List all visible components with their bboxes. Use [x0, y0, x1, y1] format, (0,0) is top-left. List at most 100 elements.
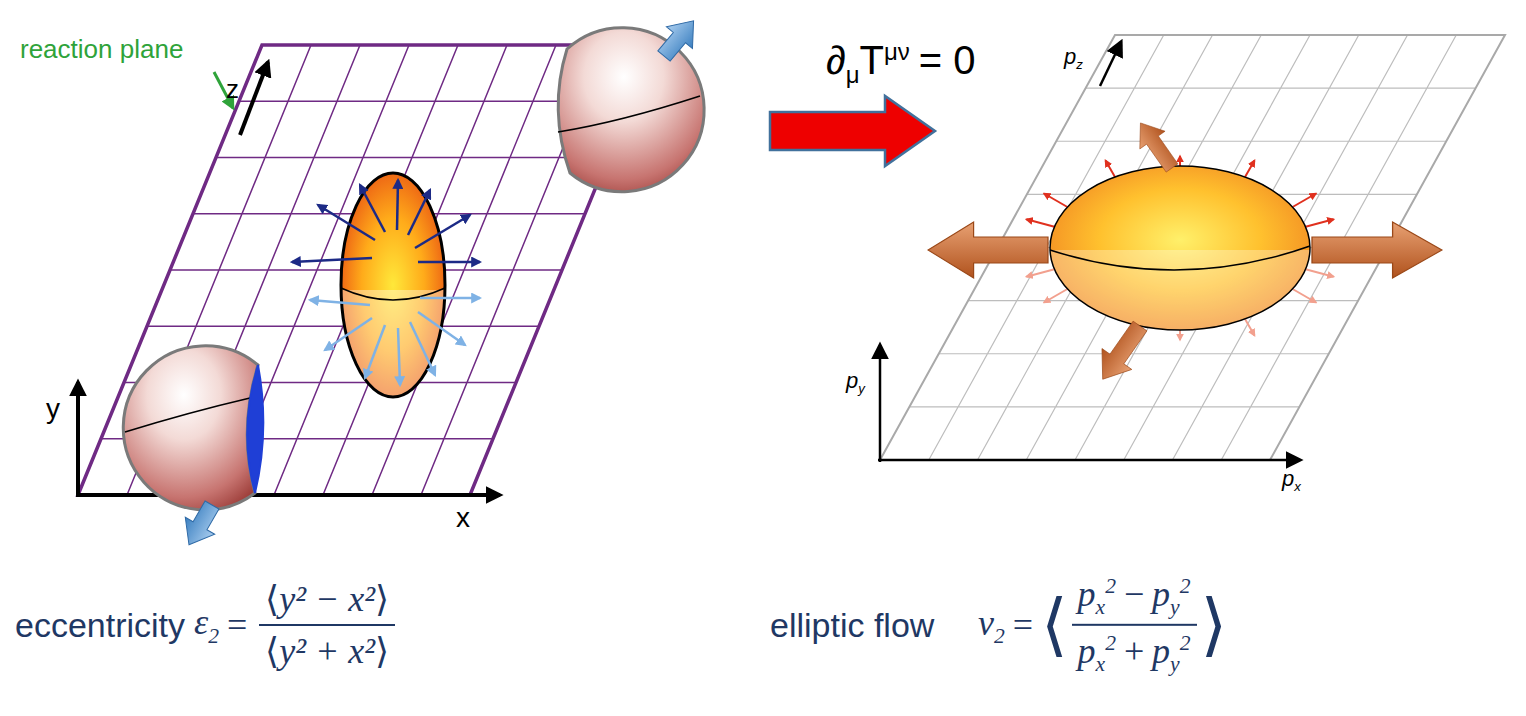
- flow-arrow-part: [1088, 316, 1155, 390]
- quantity-name: eccentricity: [15, 606, 185, 645]
- term: ∂μTμν= 0: [826, 38, 984, 89]
- fraction-bar: [259, 624, 395, 626]
- subscript: z: [1076, 57, 1083, 72]
- fireball-part: [1045, 250, 1315, 340]
- axis-label: z: [226, 74, 239, 105]
- pressure-arrows-part: [325, 318, 372, 350]
- subscript: y: [1170, 652, 1180, 676]
- fraction-term: px2−py2: [1072, 573, 1197, 620]
- pressure-arrows-part: [418, 312, 465, 345]
- bracket-symbol: ⟨: [265, 631, 279, 671]
- motion-arrow: [174, 10, 706, 554]
- subscript: 2: [208, 624, 219, 648]
- axis-label: x: [456, 502, 470, 534]
- superscript: 2: [1180, 574, 1191, 598]
- nucleus-part: [558, 96, 700, 132]
- subscript: 2: [994, 624, 1005, 648]
- term: reaction plane: [20, 34, 183, 65]
- pressure-arrows-part: [292, 258, 372, 262]
- axis-label: px: [1282, 466, 1301, 494]
- axis-arrows-part: [879, 345, 882, 462]
- axis-arrows-part: [76, 493, 500, 497]
- flow-arrow-part: [1312, 222, 1442, 278]
- symbol-text: p: [1078, 631, 1096, 671]
- term: py: [846, 368, 865, 396]
- flow-arrows-part: [1044, 289, 1067, 303]
- axis-arrows-part: [240, 62, 268, 135]
- subscript: μ: [846, 61, 860, 88]
- fraction-term: ⟨y² − x²⟩: [259, 578, 395, 620]
- symbol-text: p: [846, 368, 858, 393]
- axis-arrows-part: [878, 459, 1300, 462]
- subscript: x: [1096, 652, 1106, 676]
- pressure-arrows: [292, 180, 480, 262]
- bracket-symbol: ⟩: [375, 631, 389, 671]
- fraction: px2−py2px2+py2: [1072, 573, 1197, 677]
- superscript: 2: [1105, 631, 1116, 655]
- pressure-arrows-part: [410, 322, 435, 375]
- nucleus: [123, 346, 263, 510]
- momentum-grid-part: [909, 35, 1475, 460]
- pressure-arrows-part: [415, 215, 470, 248]
- axis-label: y: [46, 393, 60, 425]
- nucleus-part: [125, 398, 250, 432]
- nucleus-part: [558, 28, 704, 192]
- term: eccentricity: [15, 606, 185, 645]
- evolution-arrow: [770, 96, 935, 166]
- flow-arrows-part: [1245, 319, 1255, 336]
- term: ε2: [194, 601, 219, 648]
- nucleus-part: [123, 346, 258, 510]
- term: pz: [1064, 44, 1083, 72]
- fraction: ⟨y² − x²⟩⟨y² + x²⟩: [259, 578, 395, 672]
- pressure-arrows-part: [360, 185, 385, 232]
- flow-arrows-part: [1245, 161, 1255, 178]
- symbol-text: p: [1064, 44, 1076, 69]
- axis-label: z: [226, 74, 239, 104]
- fireball-part-part: [1045, 250, 1315, 340]
- subscript: x: [1294, 479, 1301, 494]
- pressure-arrows-part: [318, 205, 375, 240]
- flow-arrows-part: [1106, 161, 1116, 178]
- nucleus-part: [247, 365, 263, 493]
- pressure-arrows-part: [420, 297, 480, 300]
- term: ⟨: [1041, 591, 1068, 659]
- fireball-part: [1050, 246, 1310, 270]
- term: px: [1282, 466, 1301, 494]
- flow-arrows-part: [1293, 194, 1316, 208]
- bracket-symbol: ⟨: [265, 579, 279, 619]
- term: =: [1005, 604, 1041, 646]
- conservation-equation: ∂μTμν= 0: [826, 38, 984, 89]
- axis-arrows-part: [76, 382, 80, 497]
- bracket-symbol: ⟩: [1201, 587, 1228, 663]
- pressure-arrows: [310, 298, 480, 385]
- bracket-symbol: ⟨: [1041, 587, 1068, 663]
- plane-label: reaction plane: [20, 34, 183, 64]
- operator-symbol: = 0: [919, 38, 976, 82]
- flow-arrow: [928, 114, 1442, 390]
- bracket-symbol: ⟩: [375, 579, 389, 619]
- superscript: 2: [1180, 631, 1191, 655]
- symbol-text: y² + x²: [279, 631, 375, 671]
- axis-label: x: [456, 502, 470, 533]
- quantity-name: eccentricity: [15, 606, 185, 644]
- operator-symbol: =: [1013, 605, 1033, 645]
- eccentricity-formula: ε2=⟨y² − x²⟩⟨y² + x²⟩: [194, 578, 399, 672]
- overlap-zone: [330, 173, 460, 410]
- pressure-arrows-part: [398, 328, 400, 385]
- pressure-arrows-part: [408, 190, 430, 235]
- fireball: [1045, 166, 1315, 340]
- operator-symbol: =: [227, 605, 247, 645]
- symbol-text: T: [860, 38, 884, 82]
- symbol-text: p: [1152, 574, 1170, 614]
- pressure-arrows-part: [418, 261, 480, 264]
- operator-symbol: −: [1124, 574, 1144, 614]
- fraction-term: px2+py2: [1072, 630, 1197, 677]
- axis-label: y: [46, 393, 60, 424]
- quantity-name: elliptic flow: [770, 606, 934, 644]
- term: x: [456, 502, 470, 534]
- pressure-arrows-part: [365, 325, 385, 378]
- motion-arrow-part: [174, 497, 226, 554]
- symbol-text: y² − x²: [279, 579, 375, 619]
- axis-arrows-part: [1100, 42, 1121, 86]
- symbol-text: p: [1152, 631, 1170, 671]
